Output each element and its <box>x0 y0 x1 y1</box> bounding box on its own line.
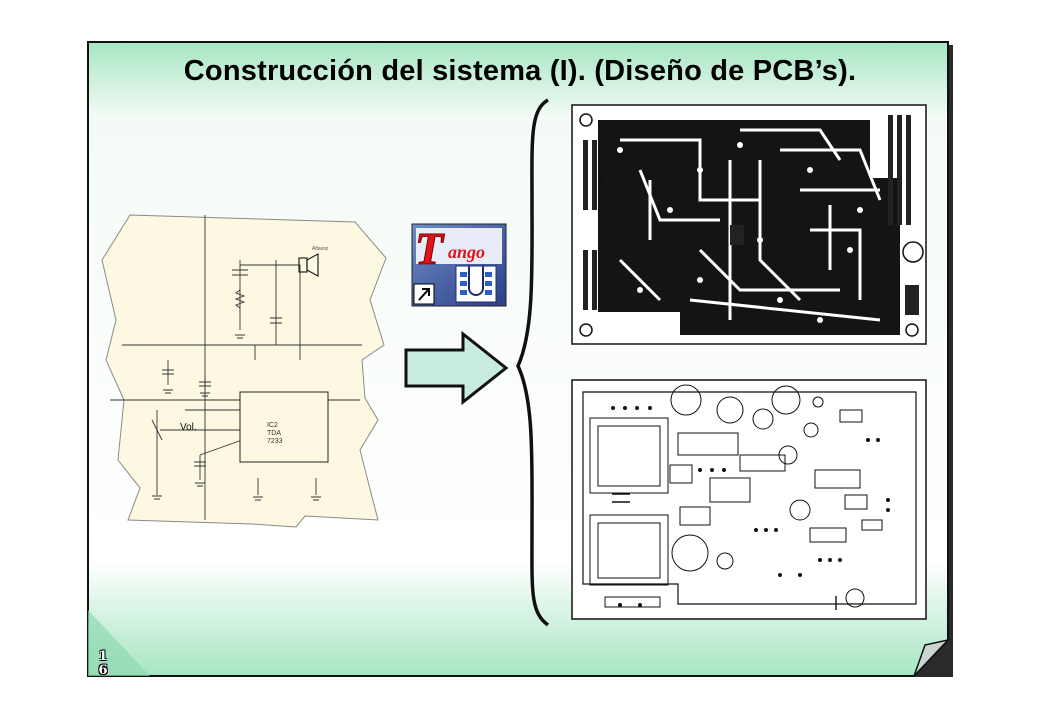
curly-brace <box>516 98 550 627</box>
speaker-label: Altavoz <box>312 246 329 252</box>
tango-icon-letter: T <box>415 223 445 274</box>
tda-chip <box>239 391 329 463</box>
process-arrow <box>404 330 509 406</box>
tango-app-icon[interactable]: T ango <box>411 223 507 307</box>
slide-number-line1: 1 <box>98 649 108 664</box>
pcb-silkscreen-layout <box>571 379 927 620</box>
chip-label-2: TDA <box>267 430 281 437</box>
chip-label-1: IC2 <box>267 422 278 429</box>
page-curl-corner <box>913 638 951 677</box>
page-corner-accent <box>88 610 150 676</box>
volume-label: Vol. <box>180 422 197 433</box>
pcb-copper-layout <box>571 104 927 345</box>
amplifier-schematic: IC2 TDA 7233 Vol. Altavoz <box>101 214 387 528</box>
slide-number: 1 6 <box>96 650 110 678</box>
slide-title: Construcción del sistema (I). (Diseño de… <box>183 55 857 87</box>
slide-number-line2: 6 <box>98 663 108 678</box>
chip-label-3: 7233 <box>267 438 283 445</box>
tango-icon-text: ango <box>448 242 485 262</box>
speaker-symbol <box>298 252 319 278</box>
